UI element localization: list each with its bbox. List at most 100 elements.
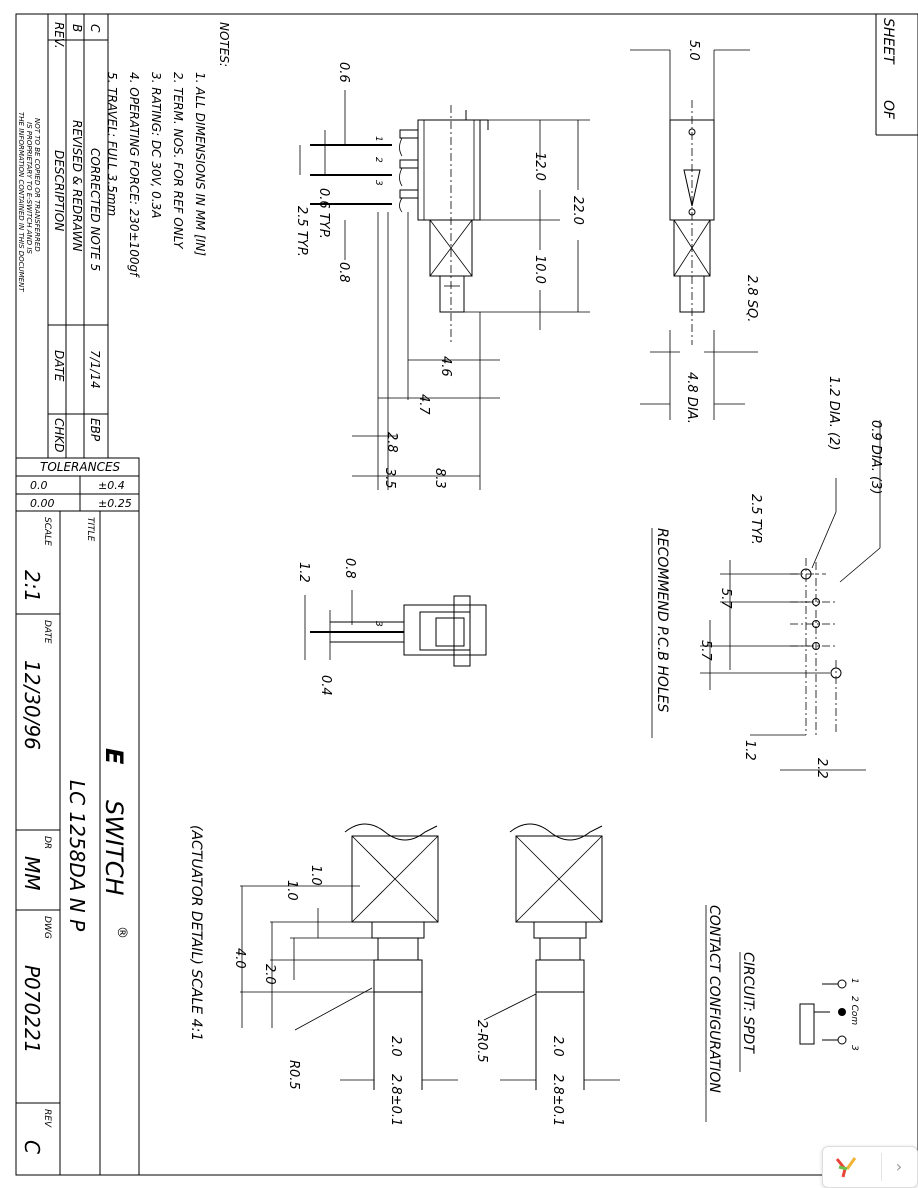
tolerance-block: TOLERANCES 0.0 ±0.4 0.00 ±0.25 — [15, 457, 140, 512]
act-right-dim-r0-5: 2-R0.5 — [474, 1020, 489, 1063]
dwg-number: P070221 — [20, 965, 44, 1053]
viewer-logo-icon — [835, 1157, 857, 1178]
dim-4-6: 4.6 — [438, 356, 453, 377]
scale-value: 2:1 — [20, 570, 44, 602]
actuator-heading: (ACTUATOR DETAIL) SCALE 4:1 — [188, 825, 204, 1041]
dim-0-8: 0.8 — [336, 262, 351, 283]
dim-5-0: 5.0 — [686, 40, 701, 61]
act-dim-r0-5: R0.5 — [286, 1060, 301, 1090]
dim-22: 22.0 — [570, 196, 585, 225]
act-dim-2-8: 2.8±0.1 — [388, 1074, 403, 1126]
dim-2-8: 2.8 — [384, 432, 399, 453]
side-terminal-3: 3 — [373, 180, 383, 186]
proprietary-line-2: IS PROPRIETARY TO E-SWITCH AND IS — [25, 122, 33, 254]
end-terminal-3: 3 — [373, 621, 383, 627]
dim-1-2-end: 1.2 — [296, 562, 311, 583]
tolerance-format-2: 0.00 — [30, 497, 55, 510]
circuit-terminal-1 — [837, 979, 847, 989]
dim-4-7: 4.7 — [416, 394, 431, 415]
scale-label: SCALE — [42, 517, 52, 546]
side-terminal-2: 2 — [373, 157, 383, 163]
side-terminal-1: 1 — [373, 136, 383, 142]
note-1: 1. ALL DIMENSIONS IN MM [IN] — [193, 72, 207, 256]
note-4: 4. OPERATING FORCE: 230±100gf — [127, 72, 141, 278]
act-dim-1-0-a: 1.0 — [308, 865, 323, 886]
circuit-terminal-3 — [837, 1035, 847, 1045]
dim-5-7-a: 5.7 — [718, 588, 733, 609]
circuit-label-3: 3 — [849, 1045, 859, 1051]
sheet-label: SHEET — [880, 18, 896, 65]
dim-4-8-dia: 4.8 DIA. — [684, 372, 699, 424]
dim-10: 10.0 — [532, 255, 547, 284]
tolerance-value-1: ±0.4 — [98, 479, 125, 492]
e-switch-logo: E SWITCH ® — [100, 748, 129, 939]
note-3: 3. RATING: DC 30V, 0.3A — [149, 72, 163, 218]
side-view: 1 2 3 12.0 22.0 10.0 0.6 0.6 TYP. 2.5 TY… — [294, 62, 590, 490]
date-label: DATE — [42, 620, 52, 644]
svg-text:®: ® — [114, 926, 129, 939]
rev-label: REV — [42, 1109, 52, 1128]
svg-text:E: E — [100, 748, 128, 765]
dim-2-2-pcb: 2.2 — [814, 758, 829, 779]
circuit-subheading: CONTACT CONFIGURATION — [706, 905, 722, 1093]
sheet-block: SHEET OF — [875, 14, 918, 136]
rev-c-chkd: EBP — [88, 418, 102, 442]
dim-8-3: 8.3 — [432, 468, 447, 489]
circuit-diagram: CIRCUIT: SPDT CONTACT CONFIGURATION 1 2 … — [705, 905, 859, 1122]
dim-0-9-dia: 0.9 DIA. (3) — [868, 420, 883, 494]
dim-2-8-sq: 2.8 SQ. — [744, 275, 759, 322]
dim-0-4-end: 0.4 — [318, 675, 333, 696]
viewer-divider — [881, 1153, 882, 1181]
next-page-button[interactable]: › — [895, 1157, 903, 1176]
rev-c-date: 7/1/14 — [88, 350, 102, 389]
note-5: 5. TRAVEL: FULL 3.5mm — [105, 72, 119, 216]
title-block: SCALE 2:1 DATE 12/30/96 DR MM DWG P07022… — [15, 510, 140, 1176]
tolerance-value-2: ±0.25 — [98, 497, 132, 510]
rev-value: C — [20, 1140, 44, 1154]
circuit-heading: CIRCUIT: SPDT — [740, 952, 756, 1054]
chkd-header: CHKD — [52, 418, 66, 453]
dim-1-2-dia: 1.2 DIA. (2) — [826, 376, 841, 450]
circuit-terminal-2 — [838, 1008, 846, 1016]
dim-0-6: 0.6 — [336, 62, 351, 83]
circuit-label-1: 1 — [849, 978, 859, 984]
dim-12: 12.0 — [532, 152, 547, 181]
tolerances-label: TOLERANCES — [40, 460, 121, 474]
dim-3-5: 3.5 — [382, 468, 397, 489]
date-value: 12/30/96 — [20, 660, 44, 750]
dwg-label: DWG — [42, 916, 52, 939]
end-view: 3 0.8 1.2 0.4 — [296, 558, 487, 696]
description-header: DESCRIPTION — [52, 150, 66, 231]
viewer-widget: › — [822, 1146, 918, 1188]
act-dim-1-0-b: 1.0 — [284, 880, 299, 901]
svg-text:SWITCH: SWITCH — [100, 800, 128, 896]
proprietary-line-1: THE INFORMATION CONTAINED IN THIS DOCUME… — [17, 112, 25, 292]
rev-b: B — [70, 24, 84, 32]
dim-5-7-b: 5.7 — [698, 640, 713, 661]
of-label: OF — [880, 100, 896, 120]
act-dim-4-0: 4.0 — [232, 948, 247, 969]
title-label: TITLE — [85, 517, 95, 542]
notes: NOTES: 1. ALL DIMENSIONS IN MM [IN] 2. T… — [105, 22, 231, 278]
dim-0-6-typ: 0.6 TYP. — [316, 188, 331, 239]
act-dim-2-0-v: 2.0 — [262, 964, 277, 985]
pcb-layout: RECOMMEND P.C.B HOLES 2.5 TYP. 5.7 5.7 0… — [651, 376, 883, 779]
rev-c: C — [88, 24, 102, 33]
rev-header: REV. — [52, 22, 66, 49]
pcb-heading: RECOMMEND P.C.B HOLES — [654, 528, 670, 713]
tolerance-format-1: 0.0 — [30, 479, 48, 492]
notes-heading: NOTES: — [217, 22, 231, 67]
rev-c-description: CORRECTED NOTE 5 — [88, 148, 102, 271]
act-right-dim-2-8: 2.8±0.1 — [550, 1074, 565, 1126]
dim-1-2-pcb: 1.2 — [742, 740, 757, 761]
dim-0-8-end: 0.8 — [342, 558, 357, 579]
dim-2-5-typ-pcb: 2.5 TYP. — [748, 494, 763, 545]
proprietary-line-3: NOT TO BE COPIED OR TRANSFERRED — [33, 118, 41, 252]
circuit-label-2: 2 Com — [849, 996, 859, 1025]
revision-block: REV. DESCRIPTION DATE CHKD B REVISED & R… — [16, 14, 109, 459]
act-right-dim-2-0: 2.0 — [550, 1036, 565, 1057]
date-header: DATE — [52, 350, 66, 382]
note-2: 2. TERM. NOS. FOR REF ONLY — [171, 72, 185, 250]
act-dim-2-0-h: 2.0 — [388, 1036, 403, 1057]
